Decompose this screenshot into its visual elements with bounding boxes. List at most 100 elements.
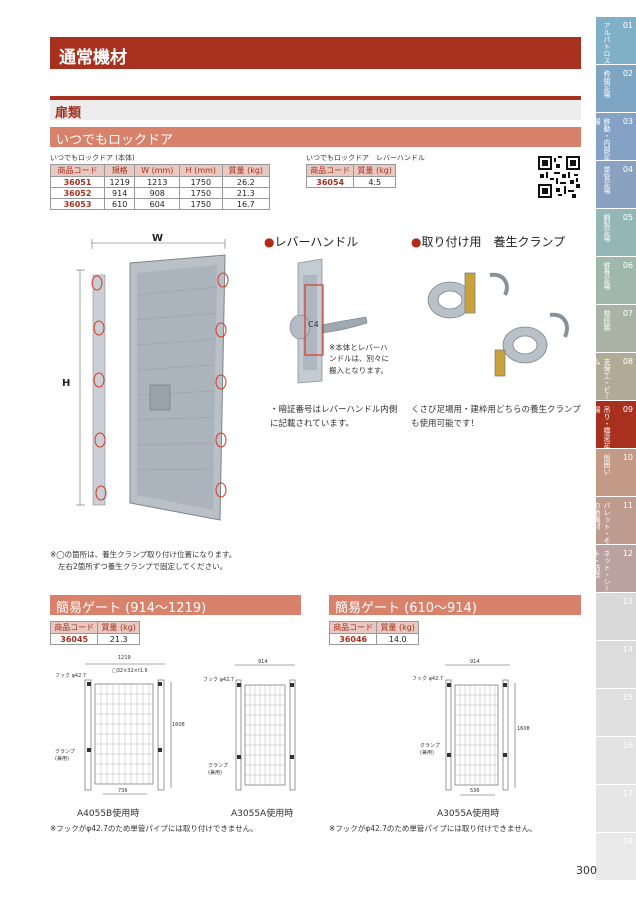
side-tab-number: 01 (622, 21, 633, 30)
gate-a-2-width: 914 (258, 659, 268, 665)
table-cell: 914 (103, 187, 136, 199)
section-lock-door-title: いつでもロックドア (56, 133, 174, 148)
door-height-label: H (62, 378, 71, 389)
clamp-description: くさび足場用・建枠用どちらの養生クランプも使用可能です！ (411, 405, 581, 429)
side-tab-number: 03 (622, 117, 633, 126)
gate-a-1-width: 1219 (118, 655, 131, 661)
table-cell: 1213 (134, 176, 181, 188)
table-cell: 1750 (179, 198, 223, 210)
clamp-photo (427, 272, 569, 377)
table-cell: 16.7 (221, 198, 271, 210)
side-tab-13[interactable]: 13 (596, 593, 636, 641)
gate-a-1-hook: フック φ42.7 (55, 673, 87, 679)
side-tab-number: 06 (622, 261, 633, 270)
table-cell: 1219 (103, 176, 136, 188)
gate-a-drawing-1 (84, 663, 172, 795)
gate-b-width: 914 (470, 659, 480, 665)
column-header: 商品コード (328, 621, 378, 634)
section-lock-door: いつでもロックドア (50, 127, 581, 148)
side-tab-number: 18 (622, 837, 633, 846)
product-code-cell: 36051 (50, 176, 105, 188)
page-header: 通常機材 (50, 37, 581, 69)
side-tab-label: 鋼製足場 (603, 214, 611, 242)
table-cell: 1750 (179, 187, 223, 199)
gate-b-drawing (445, 664, 516, 796)
side-tab-label: 吊り・橋梁足場 (593, 406, 611, 448)
side-tab-15[interactable]: 15 (596, 689, 636, 737)
gate-b-bottom: 536 (470, 788, 480, 794)
clamp-bullet: ● (411, 235, 422, 249)
side-tab-14[interactable]: 14 (596, 641, 636, 689)
gate-a-1-pipe: □32×32×t1.6 (112, 668, 148, 674)
gate-a-note: ※フックがφ42.7のため単管パイプには取り付けできません。 (50, 824, 258, 833)
product-code-cell: 36052 (50, 187, 105, 199)
column-header: H (mm) (179, 164, 223, 177)
side-tab-16[interactable]: 16 (596, 737, 636, 785)
product-code-cell: 36054 (305, 176, 355, 188)
side-tab-number: 04 (622, 165, 633, 174)
side-tab-number: 10 (622, 453, 633, 462)
side-tab-number: 07 (622, 309, 633, 318)
door-width-label: W (152, 233, 164, 244)
table-cell: 14.0 (376, 633, 419, 645)
body-table-caption: いつでもロックドア (本体) (50, 154, 135, 162)
table-header-row: 商品コード質量 (kg) (305, 164, 396, 177)
lever-heading: ●レバーハンドル (264, 233, 358, 250)
gate-b-title: 簡易ゲート (610〜914) (335, 601, 477, 616)
category-header: 扉類 (50, 96, 581, 121)
side-tab-18[interactable]: 18 (596, 833, 636, 881)
gate-b-height: 1608 (517, 726, 530, 732)
table-cell: 26.2 (221, 176, 271, 188)
svg-text:C4: C4 (308, 320, 319, 329)
table-cell: 1750 (179, 176, 223, 188)
gate-a-1-caption: A4055B使用時 (77, 809, 140, 819)
column-header: 商品コード (305, 164, 355, 177)
gate-a-1-bottom: 736 (118, 788, 128, 794)
gate-a-title: 簡易ゲート (914〜1219) (56, 601, 207, 616)
column-header: 質量 (kg) (376, 621, 419, 634)
clamp-heading: ●取り付け用 養生クランプ (411, 233, 565, 250)
side-tab-number: 13 (622, 597, 633, 606)
lock-door-figure (76, 239, 229, 521)
side-tab-number: 15 (622, 693, 633, 702)
section-gate-b: 簡易ゲート (610〜914) (329, 595, 581, 616)
side-tab-number: 11 (622, 501, 633, 510)
side-tab-label: 階段類 (603, 310, 611, 331)
table-cell: 21.3 (221, 187, 271, 199)
gate-b-clamp: クランプ (兼用) (420, 743, 440, 756)
side-tab-label: パレット・その他機材 (593, 502, 611, 544)
side-tab-number: 16 (622, 741, 633, 750)
side-tab-11[interactable]: 11 パレット・その他機材 (593, 497, 636, 545)
product-code-cell: 36046 (328, 633, 378, 645)
side-tab-label: 支保工・ビーム (593, 358, 611, 400)
table-cell: 604 (134, 198, 181, 210)
side-tab-17[interactable]: 17 (596, 785, 636, 833)
column-header: W (mm) (134, 164, 181, 177)
page-title: 通常機材 (59, 48, 127, 68)
product-code-cell: 36053 (50, 198, 105, 210)
gate-a-2-hook: フック φ42.7 (203, 677, 235, 683)
side-tab-number: 09 (622, 405, 633, 414)
gate-a-1-height: 1608 (172, 722, 185, 728)
side-tab-07[interactable]: 07 階段類 (596, 305, 636, 353)
column-header: 質量 (kg) (353, 164, 396, 177)
side-tab-09[interactable]: 09 吊り・橋梁足場 (593, 401, 636, 449)
door-note-line2: 左右2箇所ずつ養生クランプで固定してください。 (58, 561, 228, 571)
column-header: 質量 (kg) (221, 164, 271, 177)
